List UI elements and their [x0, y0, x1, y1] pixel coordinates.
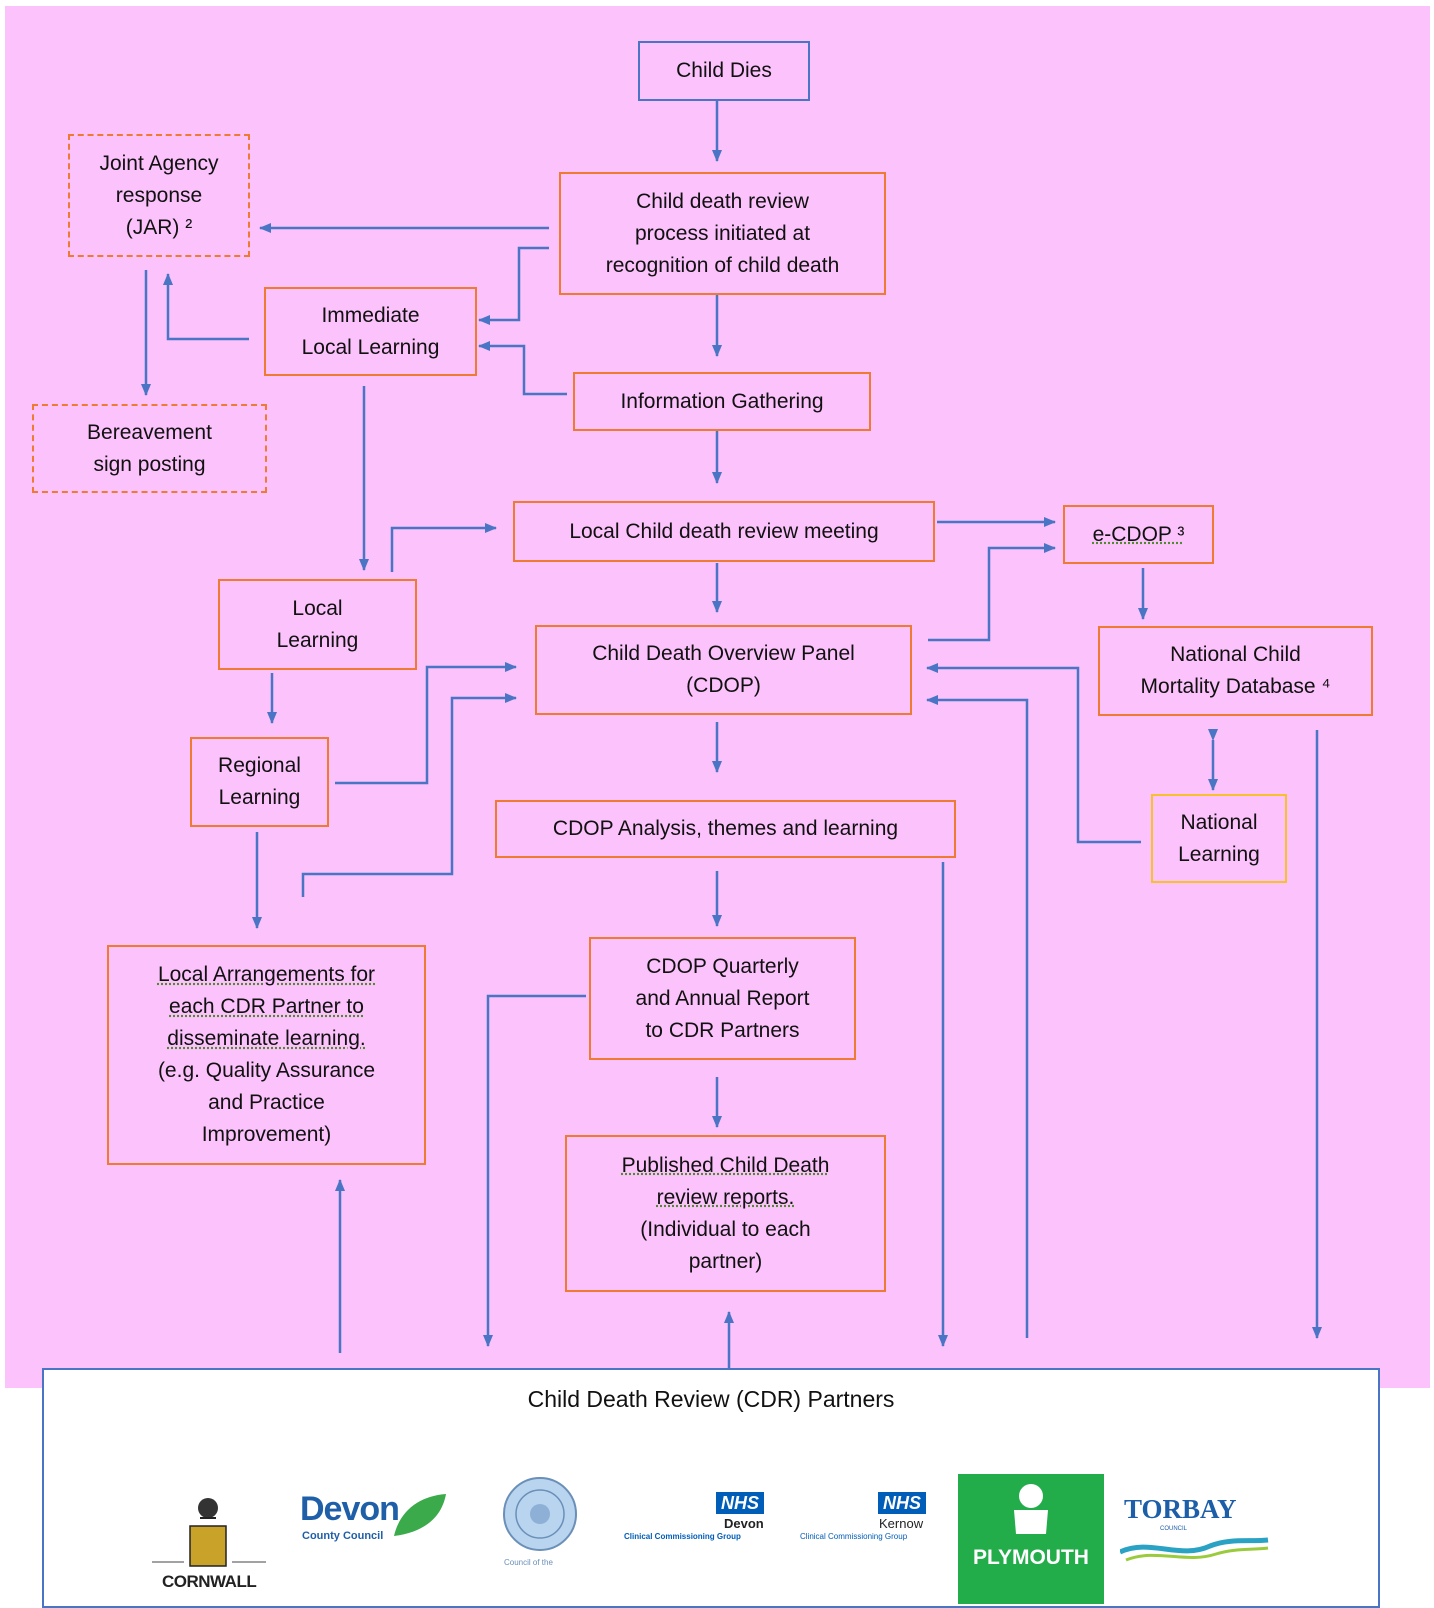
devon-county-council-logo: Devon County Council	[300, 1490, 450, 1560]
regional-learning-label: Regional Learning	[218, 754, 301, 809]
plymouth-city-council-logo: PLYMOUTH	[958, 1474, 1104, 1604]
box-local-review-meeting: Local Child death review meeting	[513, 501, 935, 562]
joint-agency-label: Joint Agency response (JAR) ²	[99, 151, 219, 239]
box-review-initiated: Child death review process initiated at …	[559, 172, 886, 295]
nhs-devon-badge: NHS	[716, 1492, 765, 1514]
local-learning-label: Local Learning	[276, 596, 359, 652]
box-national-mortality-database: National Child Mortality Database ⁴	[1098, 626, 1373, 716]
torbay-council-logo: TORBAY COUNCIL	[1120, 1494, 1280, 1574]
isles-caption: Council of the	[504, 1558, 553, 1567]
isles-of-scilly-council-logo: Council of the	[500, 1474, 580, 1604]
local-arrangements-rest: (e.g. Quality Assurance and Practice Imp…	[157, 1059, 376, 1146]
arrow-review-to-immediate	[478, 246, 549, 325]
cornwall-wordmark: CORNWALL	[162, 1572, 257, 1591]
wave-icon	[1120, 1537, 1269, 1562]
review-initiated-label: Child death review process initiated at …	[605, 189, 840, 277]
council-seal-icon	[503, 1477, 577, 1551]
box-joint-agency-response: Joint Agency response (JAR) ²	[68, 134, 250, 257]
nhs-kernow-ccg-logo: NHS Kernow Clinical Commissioning Group	[800, 1492, 940, 1562]
nhs-devon-ccg-logo: NHS Devon Clinical Commissioning Group	[624, 1492, 784, 1562]
bereavement-label: Bereavement sign posting	[87, 420, 212, 476]
box-published-reports: Published Child Death review reports. (I…	[565, 1135, 886, 1292]
cornwall-council-logo: CORNWALL	[144, 1486, 274, 1596]
devon-subtitle: County Council	[302, 1530, 384, 1542]
local-review-meeting-label: Local Child death review meeting	[569, 519, 879, 543]
cdop-analysis-label: CDOP Analysis, themes and learning	[552, 817, 899, 840]
arrow-regional-to-panel	[335, 662, 517, 785]
nhs-devon-sub: Clinical Commissioning Group	[624, 1532, 741, 1541]
box-information-gathering: Information Gathering	[573, 372, 871, 431]
partners-panel: Child Death Review (CDR) Partners CORNWA…	[42, 1368, 1380, 1608]
arrow-panel-to-ecdop	[928, 543, 1056, 642]
arrow-local-learning-to-meeting	[390, 523, 497, 572]
arrow-immediate-to-jar	[163, 273, 249, 341]
info-gathering-label: Information Gathering	[620, 389, 824, 413]
plymouth-wordmark: PLYMOUTH	[973, 1546, 1089, 1569]
local-arrangements-underlined: Local Arrangements for each CDR Partner …	[157, 963, 376, 1050]
lion-crest-icon	[1014, 1484, 1048, 1534]
box-ecdop: e-CDOP ³	[1063, 505, 1214, 564]
nhs-kernow-name: Kernow	[879, 1516, 924, 1531]
box-immediate-learning: Immediate Local Learning	[264, 287, 477, 376]
box-bereavement: Bereavement sign posting	[32, 404, 267, 493]
devon-wordmark: Devon	[300, 1490, 400, 1528]
nhs-kernow-sub: Clinical Commissioning Group	[800, 1532, 908, 1541]
box-cdop-panel: Child Death Overview Panel (CDOP)	[535, 625, 912, 715]
national-db-label: National Child Mortality Database ⁴	[1140, 643, 1331, 698]
cdop-report-label: CDOP Quarterly and Annual Report to CDR …	[635, 954, 810, 1042]
box-national-learning: National Learning	[1151, 794, 1287, 883]
box-local-arrangements: Local Arrangements for each CDR Partner …	[107, 945, 426, 1165]
published-rest: (Individual to each partner)	[640, 1217, 811, 1273]
nhs-kernow-badge: NHS	[878, 1492, 927, 1514]
partners-title: Child Death Review (CDR) Partners	[527, 1386, 895, 1412]
immediate-learning-label: Immediate Local Learning	[301, 303, 440, 359]
published-underlined: Published Child Death review reports.	[621, 1153, 830, 1209]
ecdop-label: e-CDOP ³	[1092, 522, 1185, 546]
cdop-panel-label: Child Death Overview Panel (CDOP)	[592, 642, 855, 697]
box-regional-learning: Regional Learning	[190, 737, 329, 827]
child-dies-label: Child Dies	[676, 59, 772, 82]
arrow-info-to-immediate	[478, 341, 567, 396]
arrow-national-to-panel	[926, 663, 1141, 844]
torbay-wordmark: TORBAY	[1124, 1494, 1237, 1524]
diagram-background	[5, 6, 1430, 1388]
national-learning-label: National Learning	[1178, 810, 1260, 866]
box-cdop-analysis: CDOP Analysis, themes and learning	[495, 800, 956, 858]
nhs-devon-name: Devon	[724, 1516, 764, 1531]
box-local-learning: Local Learning	[218, 579, 417, 670]
torbay-subtitle: COUNCIL	[1160, 1526, 1188, 1532]
box-child-dies: Child Dies	[638, 41, 810, 101]
cornwall-crest-icon	[152, 1498, 266, 1567]
box-cdop-report: CDOP Quarterly and Annual Report to CDR …	[589, 937, 856, 1060]
leaf-icon	[394, 1494, 446, 1536]
arrow-external-to-panel	[926, 695, 1029, 1338]
arrow-report-to-partners	[483, 994, 586, 1347]
arrow-arrangements-to-panel	[301, 693, 517, 897]
